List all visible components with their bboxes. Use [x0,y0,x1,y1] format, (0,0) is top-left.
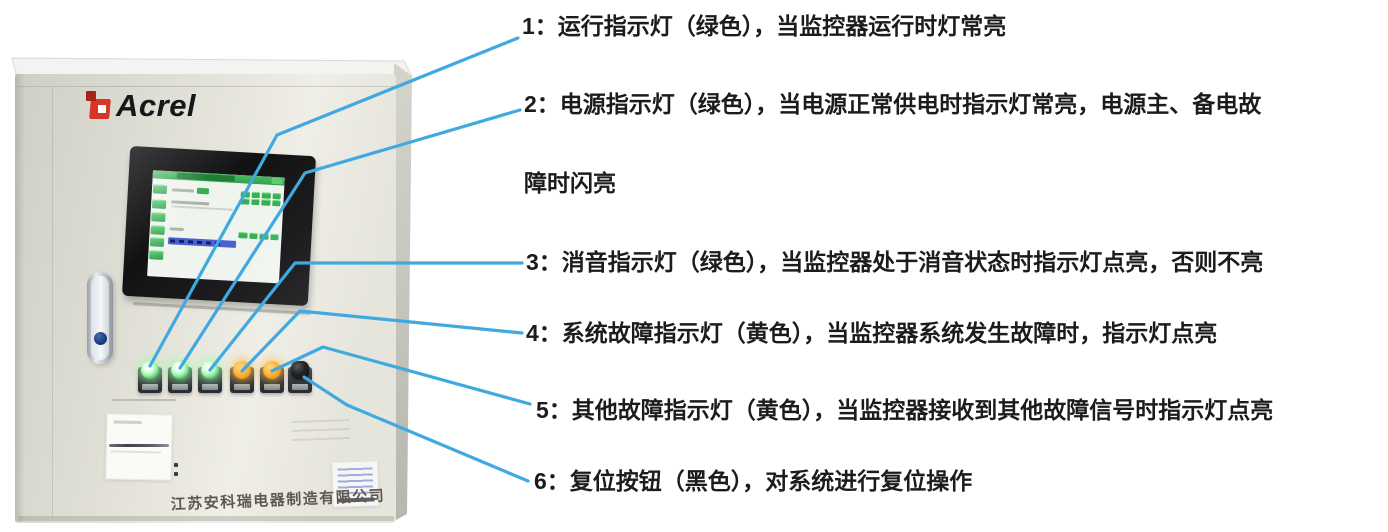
door-seam-horizontal [18,86,394,87]
door-edge-shadow [15,74,25,522]
door-seam-vertical [52,88,53,518]
callout-text-2: 2：电源指示灯（绿色），当电源正常供电时指示灯常亮，电源主、备电故 [524,91,1262,117]
light-label-plate [142,384,158,390]
indicator-light-power [168,361,192,393]
indicator-light-run [138,361,162,393]
callout-text-6: 6：复位按钮（黑色），对系统进行复位操作 [534,468,973,494]
callout-text-3: 3：消音指示灯（绿色），当监控器处于消音状态时指示灯点亮，否则不亮 [526,249,1264,275]
leader-line-3 [208,261,524,372]
light-label-plate [172,384,188,390]
printer-screw [174,472,178,476]
reset-lens [291,361,309,379]
leader-line-6 [302,375,530,483]
cabinet-side-face [394,63,412,521]
power-lens [171,361,189,379]
callout-text-2-cont: 障时闪亮 [524,170,616,196]
leader-line-2 [178,108,522,370]
light-label-plate [234,384,250,390]
leader-line-4 [240,309,524,373]
printer-screw [174,463,178,467]
light-label-plate [264,384,280,390]
callout-text-4: 4：系统故障指示灯（黄色），当监控器系统发生故障时，指示灯点亮 [526,320,1218,346]
printer-slot [112,399,176,401]
leader-line-1 [148,36,520,368]
light-label-plate [292,384,308,390]
acrel-logo-text: Acrel [116,88,197,123]
callout-text-5: 5：其他故障指示灯（黄色），当监控器接收到其他故障信号时指示灯点亮 [536,397,1274,423]
door-handle-lock [94,332,107,345]
indicator-light-reset [288,361,312,393]
door-handle [87,272,113,364]
acrel-logo: Acrel [86,90,226,122]
light-label-plate [202,384,218,390]
acrel-logo-icon [86,91,113,121]
leader-line-5 [270,345,532,406]
run-lens [141,361,159,379]
callout-text-1: 1：运行指示灯（绿色），当监控器运行时灯常亮 [522,13,1007,39]
